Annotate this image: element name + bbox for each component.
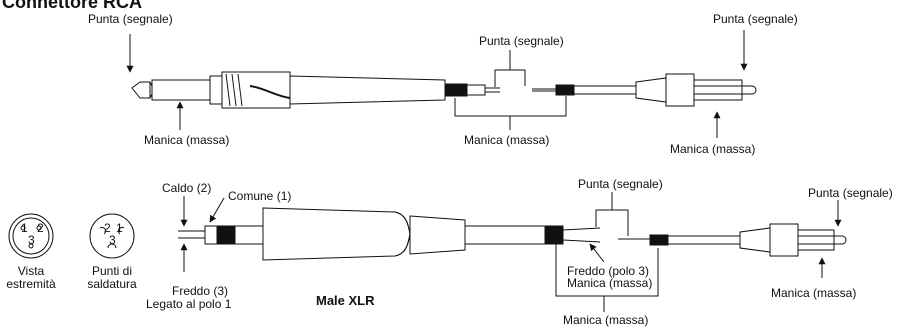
label-cold-pole: Freddo (polo 3): [567, 264, 650, 278]
label-connector-name: Male XLR: [316, 293, 375, 308]
rca-plug-bottom: [739, 223, 847, 257]
solder-view-pin-1: 1: [116, 221, 123, 235]
end-view-pin-2: 2: [37, 221, 44, 235]
label-solder-line1: Punti di: [91, 264, 133, 278]
label-solder-points: Punti di saldatura: [82, 265, 142, 291]
bottom-middle-wire: [618, 234, 740, 246]
label-sleeve-bottom-right: Manica (massa): [771, 286, 857, 300]
label-end-view-line2: estremità: [6, 277, 56, 291]
label-hot: Caldo (2): [162, 181, 212, 195]
label-sleeve-right: Manica (massa): [670, 142, 756, 156]
label-end-view: Vista estremità: [2, 265, 60, 291]
solder-view-pin-3: 3: [109, 233, 116, 247]
rca-plug-top: [635, 73, 757, 107]
top-leaders: [126, 30, 748, 138]
middle-wire: [532, 84, 636, 96]
label-sleeve-bottom-middle: Manica (massa): [567, 276, 653, 290]
label-cold-note: Legato al polo 1: [146, 297, 232, 311]
solder-view-pin-2: 2: [104, 221, 111, 235]
jack-plug: [131, 71, 500, 109]
end-view-pin-3: 3: [28, 233, 35, 247]
xlr-solder-view: [89, 213, 135, 259]
page-title: Connettore RCA: [2, 0, 142, 12]
label-tip-right: Punta (segnale): [713, 12, 798, 26]
xlr-connector: [178, 207, 601, 261]
xlr-end-view: [8, 213, 54, 259]
label-common: Comune (1): [228, 189, 292, 203]
bottom-leaders: [180, 192, 842, 312]
label-solder-line2: saldatura: [87, 277, 137, 291]
label-end-view-line1: Vista: [17, 264, 45, 278]
label-sleeve-bottom: Manica (massa): [563, 313, 649, 327]
label-tip-bottom-middle: Punta (segnale): [578, 177, 663, 191]
label-sleeve-middle: Manica (massa): [464, 133, 550, 147]
end-view-pin-1: 1: [21, 221, 28, 235]
label-tip-left: Punta (segnale): [88, 12, 173, 26]
label-tip-middle: Punta (segnale): [479, 34, 564, 48]
label-sleeve-left: Manica (massa): [144, 133, 230, 147]
label-cold: Freddo (3): [172, 284, 229, 298]
label-tip-bottom-right: Punta (segnale): [808, 186, 893, 200]
